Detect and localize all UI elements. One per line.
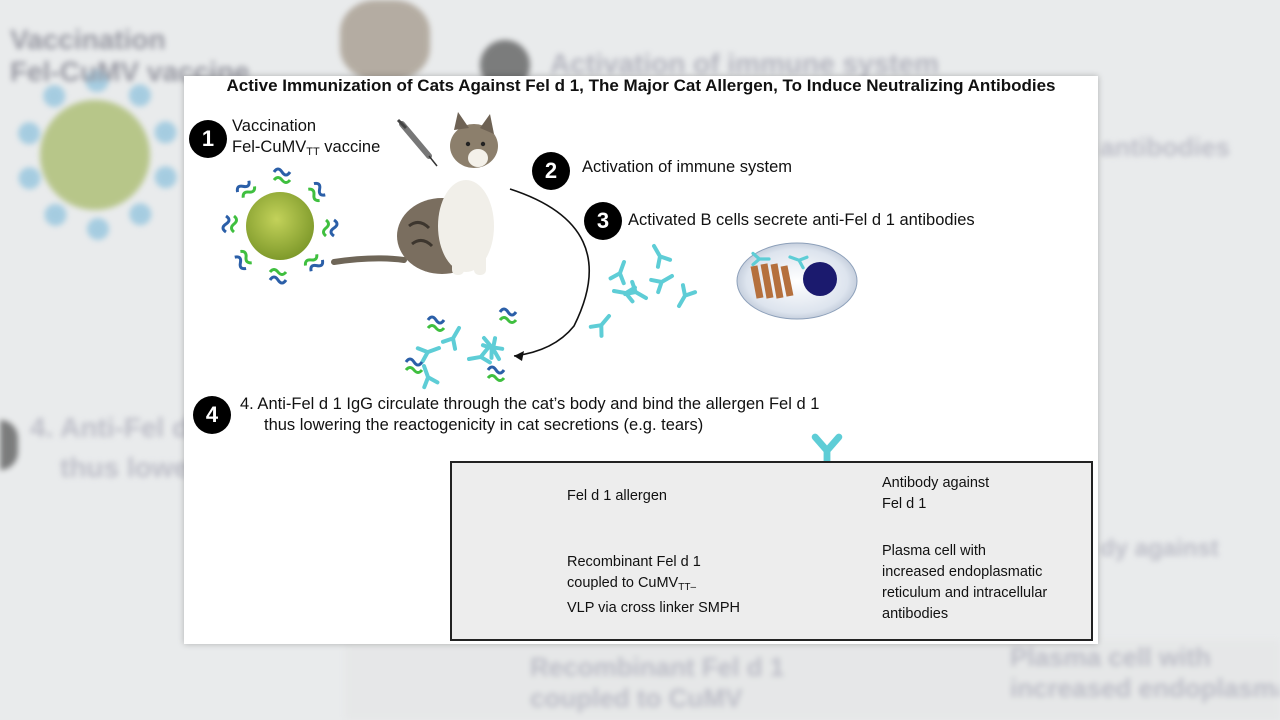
plasma-cell-icon (736, 242, 858, 320)
legend-box: Fel d 1 allergen Antibody against Fel d … (450, 461, 1093, 641)
legend-vlp-line1: Recombinant Fel d 1 (567, 554, 701, 570)
vlp-particle-icon (221, 167, 339, 285)
cat-icon (331, 112, 498, 275)
legend-allergen-label: Fel d 1 allergen (567, 488, 667, 504)
step-2-badge: 2 (532, 152, 570, 190)
legend-plasma-label: Plasma cell with increased endoplasmatic… (882, 541, 1047, 625)
legend-vlp-line2-sub: TT– (678, 582, 697, 593)
legend-antibody-line1: Antibody against (882, 475, 990, 491)
diagram-panel: Active Immunization of Cats Against Fel … (184, 76, 1098, 644)
step-4-badge: 4 (193, 396, 231, 434)
step-4-line1: 4. Anti-Fel d 1 IgG circulate through th… (240, 395, 820, 413)
step-2-label: Activation of immune system (582, 158, 792, 176)
diagram-title-text: Active Immunization of Cats Against Fel … (226, 76, 1056, 95)
step-3-label: Activated B cells secrete anti-Fel d 1 a… (628, 211, 975, 229)
syringe-icon (396, 118, 438, 167)
legend-plasma-line1: Plasma cell with (882, 543, 986, 559)
antibody-allergen-cluster (404, 307, 518, 390)
legend-vlp-label: Recombinant Fel d 1 coupled to CuMVTT– V… (567, 552, 740, 619)
legend-vlp-line2: coupled to CuMVTT– (567, 573, 740, 598)
diagram-title: Active Immunization of Cats Against Fel … (184, 76, 1098, 96)
step-1-vaccine: Fel-CuMVTT vaccine (232, 137, 380, 163)
step-1-label: Vaccination Fel-CuMVTT vaccine (232, 116, 380, 163)
step-1-badge: 1 (189, 120, 227, 158)
legend-antibody-label: Antibody against Fel d 1 (882, 473, 989, 515)
step-1-vaccine-prefix: Fel-CuMV (232, 138, 307, 156)
step-4-line2: thus lowering the reactogenicity in cat … (264, 416, 704, 434)
legend-vlp-line2-prefix: coupled to CuMV (567, 575, 679, 591)
secreted-antibodies (588, 240, 698, 338)
legend-antibody-line2: Fel d 1 (882, 496, 927, 512)
legend-plasma-line4: antibodies (882, 606, 949, 622)
legend-vlp-line3: VLP via cross linker SMPH (567, 600, 740, 616)
step-4-label: 4. Anti-Fel d 1 IgG circulate through th… (240, 394, 819, 436)
legend-plasma-line3: reticulum and intracellular (882, 585, 1048, 601)
step-3-badge: 3 (584, 202, 622, 240)
curved-arrow-icon (509, 188, 590, 361)
step-1-vaccine-suffix: vaccine (319, 138, 381, 156)
step-1-vaccine-sub: TT (306, 146, 320, 158)
step-1-title: Vaccination (232, 117, 317, 135)
legend-plasma-line2: increased endoplasmatic (882, 564, 1043, 580)
